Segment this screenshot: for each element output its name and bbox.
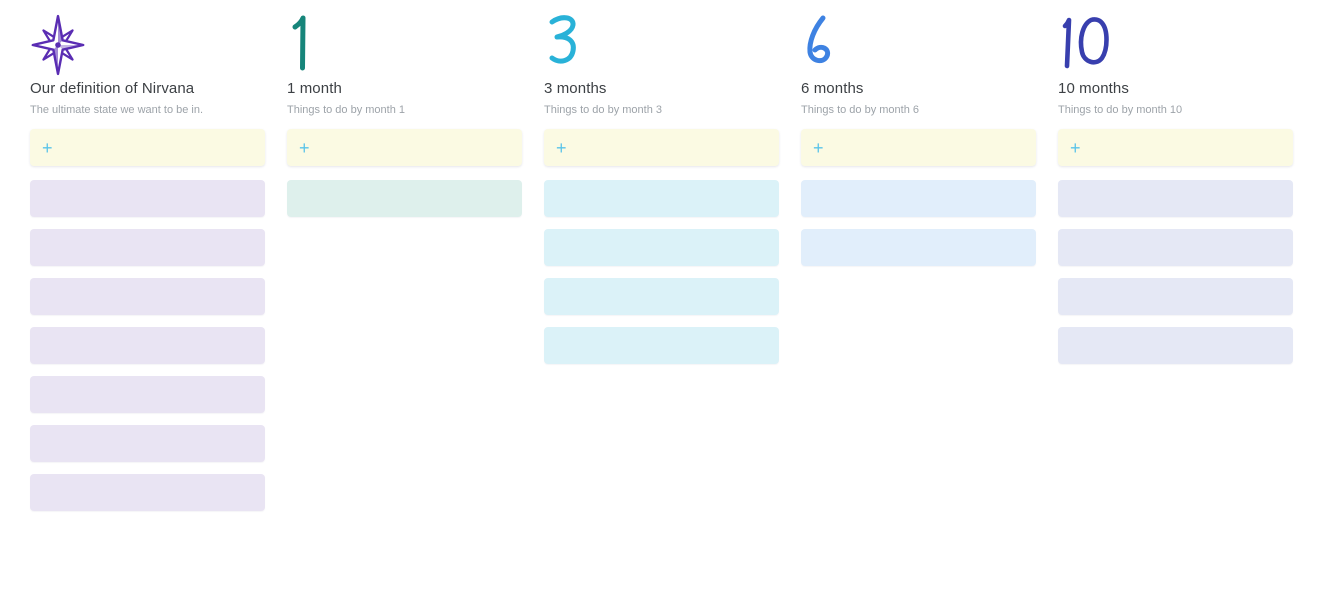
plus-icon: +: [556, 137, 567, 158]
add-card-button[interactable]: +: [1058, 129, 1293, 166]
card[interactable]: [1058, 229, 1293, 266]
handwritten-number-3-icon: [544, 14, 779, 77]
card[interactable]: [30, 229, 265, 266]
kanban-board: Our definition of Nirvana The ultimate s…: [30, 14, 1293, 511]
handwritten-number-1-icon: [287, 14, 522, 77]
column-subtitle: Things to do by month 10: [1058, 104, 1183, 116]
plus-icon: +: [42, 137, 53, 158]
card[interactable]: [544, 180, 779, 217]
card[interactable]: [30, 327, 265, 364]
column-title: Our definition of Nirvana: [30, 80, 195, 97]
card[interactable]: [30, 425, 265, 462]
column-subtitle: Things to do by month 3: [544, 104, 663, 116]
card[interactable]: [287, 180, 522, 217]
add-card-button[interactable]: +: [801, 129, 1036, 166]
card[interactable]: [1058, 327, 1293, 364]
card[interactable]: [544, 229, 779, 266]
board-column-month-6: 6 months Things to do by month 6 +: [801, 14, 1036, 511]
plus-icon: +: [813, 137, 824, 158]
compass-star-doodle-icon: [30, 14, 265, 77]
column-title: 6 months: [801, 80, 864, 97]
card-list: [544, 180, 779, 364]
card[interactable]: [1058, 278, 1293, 315]
card[interactable]: [30, 278, 265, 315]
board-column-month-10: 10 months Things to do by month 10 +: [1058, 14, 1293, 511]
card[interactable]: [801, 180, 1036, 217]
column-subtitle: Things to do by month 6: [801, 104, 920, 116]
card[interactable]: [1058, 180, 1293, 217]
card-list: [30, 180, 265, 511]
board-column-month-1: 1 month Things to do by month 1 +: [287, 14, 522, 511]
card[interactable]: [30, 376, 265, 413]
add-card-button[interactable]: +: [287, 129, 522, 166]
board-column-nirvana: Our definition of Nirvana The ultimate s…: [30, 14, 265, 511]
handwritten-number-6-icon: [801, 14, 1036, 77]
card[interactable]: [30, 180, 265, 217]
column-title: 10 months: [1058, 80, 1129, 97]
card-list: [1058, 180, 1293, 364]
add-card-button[interactable]: +: [30, 129, 265, 166]
card[interactable]: [544, 278, 779, 315]
card[interactable]: [30, 474, 265, 511]
plus-icon: +: [299, 137, 310, 158]
column-subtitle: The ultimate state we want to be in.: [30, 104, 204, 116]
board-column-month-3: 3 months Things to do by month 3 +: [544, 14, 779, 511]
column-subtitle: Things to do by month 1: [287, 104, 406, 116]
card-list: [287, 180, 522, 217]
plus-icon: +: [1070, 137, 1081, 158]
card[interactable]: [544, 327, 779, 364]
column-title: 1 month: [287, 80, 342, 97]
card[interactable]: [801, 229, 1036, 266]
handwritten-number-10-icon: [1058, 14, 1293, 77]
column-title: 3 months: [544, 80, 607, 97]
add-card-button[interactable]: +: [544, 129, 779, 166]
card-list: [801, 180, 1036, 266]
